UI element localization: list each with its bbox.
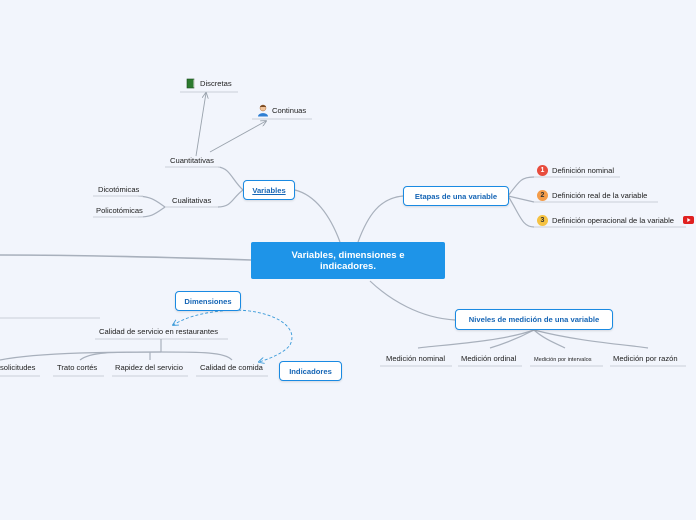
number-1-icon: 1 — [537, 165, 548, 176]
policotomicas-node[interactable]: Policotómicas — [96, 206, 143, 215]
number-2-icon: 2 — [537, 190, 548, 201]
rapidez-servicio-node[interactable]: Rapidez del servicio — [115, 363, 183, 372]
nivel-item-intervalos[interactable]: Medición por intervalos — [534, 357, 592, 363]
etapas-label: Etapas de una variable — [414, 191, 498, 201]
solicitudes-node[interactable]: solicitudes — [0, 363, 36, 372]
dicotomicas-node[interactable]: Dicotómicas — [98, 185, 140, 194]
dimensiones-node[interactable]: Dimensiones — [175, 291, 241, 311]
nivel-item-ordinal[interactable]: Medición ordinal — [461, 354, 517, 363]
continuas-node[interactable]: Continuas — [272, 106, 307, 115]
nivel-item-razon[interactable]: Medición por razón — [613, 354, 678, 363]
youtube-icon[interactable] — [683, 216, 694, 224]
dimensiones-label: Dimensiones — [184, 296, 232, 306]
nivel-item-nominal[interactable]: Medición nominal — [386, 354, 446, 363]
etapa-item-1[interactable]: Definición nominal — [552, 166, 615, 175]
indicadores-label: Indicadores — [289, 366, 332, 376]
variables-node[interactable]: Variables — [243, 180, 295, 200]
niveles-label: Niveles de medición de una variable — [468, 315, 600, 324]
calidad-comida-node[interactable]: Calidad de comida — [200, 363, 263, 372]
book-icon — [186, 78, 195, 89]
central-topic-label: Variables, dimensiones e indicadores. — [291, 249, 405, 272]
cualitativas-node[interactable]: Cualitativas — [172, 196, 212, 205]
trato-cortes-node[interactable]: Trato cortés — [57, 363, 98, 372]
number-3-icon: 3 — [537, 215, 548, 226]
etapa-item-3[interactable]: Definición operacional de la variable — [552, 216, 674, 225]
etapa-item-2[interactable]: Definición real de la variable — [552, 191, 648, 200]
etapas-node[interactable]: Etapas de una variable — [403, 186, 509, 206]
niveles-node[interactable]: Niveles de medición de una variable — [455, 309, 613, 330]
person-icon — [258, 104, 268, 117]
indicadores-node[interactable]: Indicadores — [279, 361, 342, 381]
cuantitativas-node[interactable]: Cuantitativas — [170, 156, 214, 165]
central-topic[interactable]: Variables, dimensiones e indicadores. — [251, 242, 445, 279]
discretas-node[interactable]: Discretas — [200, 79, 232, 88]
variables-label: Variables — [252, 185, 286, 195]
calidad-servicio-node[interactable]: Calidad de servicio en restaurantes — [99, 327, 219, 336]
